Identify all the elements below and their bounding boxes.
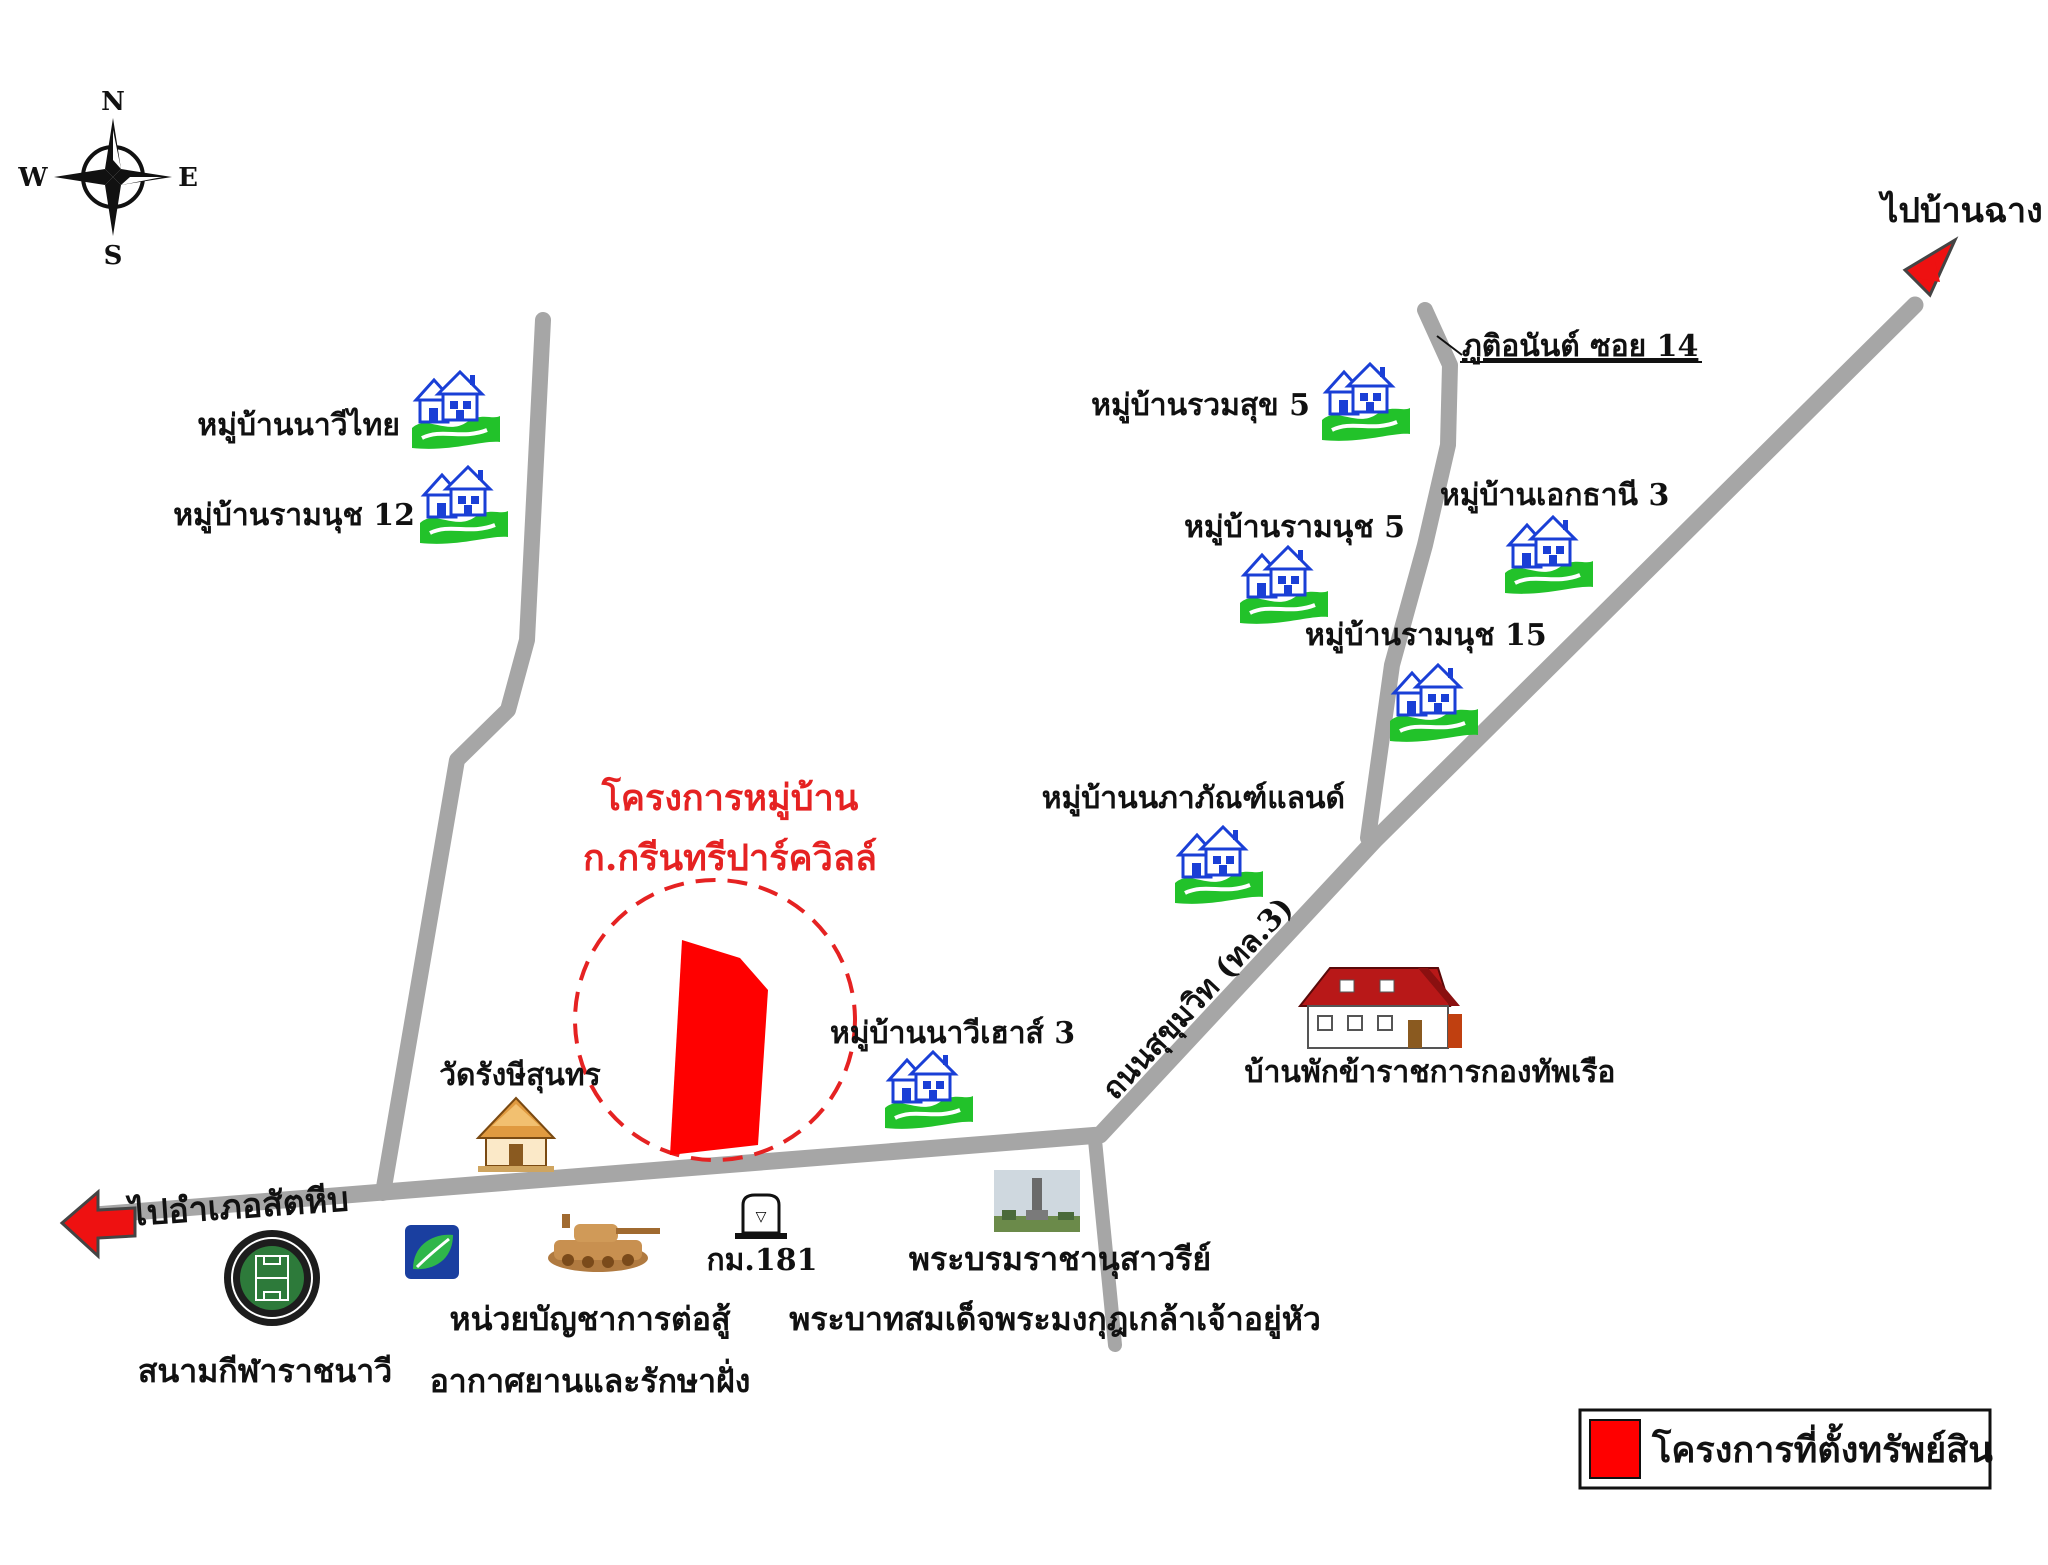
compass-s: S	[104, 241, 123, 271]
km-marker-icon: ▽	[735, 1193, 787, 1239]
navy-housing-icon	[1297, 967, 1462, 1049]
label-village-ruamsuk-5: หมู่บ้านรวมสุข 5	[1091, 388, 1310, 424]
label-village-navi-house-3: หมู่บ้านนาวีเฮาส์ 3	[830, 1016, 1075, 1052]
project-title-line1: โครงการหมู่บ้าน	[601, 776, 859, 821]
svg-text:▽: ▽	[756, 1209, 767, 1225]
label-to-sattahip: ไปอำเภอสัตหีบ	[125, 1178, 350, 1234]
label-village-aekthani-3: หมู่บ้านเอกธานี 3	[1440, 478, 1669, 514]
house-navi-house-3-icon	[883, 1050, 975, 1131]
label-air-defense-line2: อากาศยานและรักษาฝั่ง	[430, 1358, 751, 1400]
house-napaphat-land-icon	[1173, 825, 1265, 906]
label-air-defense-line1: หน่วยบัญชาการต่อสู้	[449, 1300, 730, 1340]
label-km-181: กม.181	[706, 1243, 817, 1278]
house-navi-thai-icon	[410, 370, 502, 451]
legend-swatch	[1589, 1419, 1641, 1479]
roads	[86, 296, 1924, 1352]
project-site-parcel	[670, 940, 768, 1155]
label-navy-stadium: สนามกีฬาราชนาวี	[138, 1352, 392, 1390]
label-village-rammanuch-15: หมู่บ้านรามนุช 15	[1305, 618, 1547, 654]
road-main	[86, 296, 1924, 1224]
arrow-to-ban-chang-icon	[1902, 236, 1959, 298]
label-village-rammanuch-12: หมู่บ้านรามนุช 12	[173, 498, 415, 534]
road-south-branch	[1088, 1133, 1122, 1352]
label-soi-14: ภูติอนันต์ ซอย 14	[1462, 329, 1698, 365]
house-ruamsuk-5-icon	[1320, 362, 1412, 443]
arrow-to-sattahip-icon	[59, 1188, 137, 1260]
tank-icon	[548, 1214, 660, 1272]
house-rammanuch-5-icon	[1238, 545, 1330, 626]
compass-n: N	[101, 87, 125, 117]
label-monument-line2: พระบาทสมเด็จพระมงกุฎเกล้าเจ้าอยู่หัว	[789, 1299, 1321, 1340]
gas-station-logo-icon	[405, 1225, 459, 1279]
compass-e: E	[178, 163, 198, 193]
label-village-rammanuch-5: หมู่บ้านรามนุช 5	[1184, 510, 1405, 546]
label-to-ban-chang: ไปบ้านฉาง	[1878, 190, 2042, 231]
label-navy-housing: บ้านพักข้าราชการกองทัพเรือ	[1245, 1055, 1616, 1090]
legend-box	[1578, 1408, 1992, 1490]
temple-icon	[475, 1096, 557, 1172]
legend: โครงการที่ตั้งทรัพย์สิน	[1578, 1408, 1993, 1490]
project-title-line2: ก.กรีนทรีปาร์ควิลล์	[583, 837, 877, 879]
label-village-navi-thai: หมู่บ้านนาวีไทย	[197, 407, 400, 444]
house-aekthani-3-icon	[1503, 515, 1595, 596]
monument-photo-icon	[994, 1170, 1080, 1232]
compass-w: W	[17, 163, 48, 193]
road-west-branch	[375, 312, 551, 1201]
road-soi-14	[1360, 302, 1458, 846]
legend-label: โครงการที่ตั้งทรัพย์สิน	[1651, 1423, 1993, 1471]
house-rammanuch-15-icon	[1388, 663, 1480, 744]
navy-stadium-emblem-icon	[224, 1230, 320, 1326]
label-wat-rangsi-sunthorn: วัดรังษีสุนทร	[439, 1058, 601, 1094]
compass-rose-icon: N S E W	[17, 87, 198, 271]
label-monument-line1: พระบรมราชานุสาวรีย์	[909, 1240, 1211, 1280]
project-highlight-circle	[573, 878, 857, 1162]
label-village-napaphat-land: หมู่บ้านนภาภัณฑ์แลนด์	[1042, 781, 1345, 817]
house-rammanuch-12-icon	[418, 465, 510, 546]
soi-14-leader	[1436, 335, 1463, 356]
